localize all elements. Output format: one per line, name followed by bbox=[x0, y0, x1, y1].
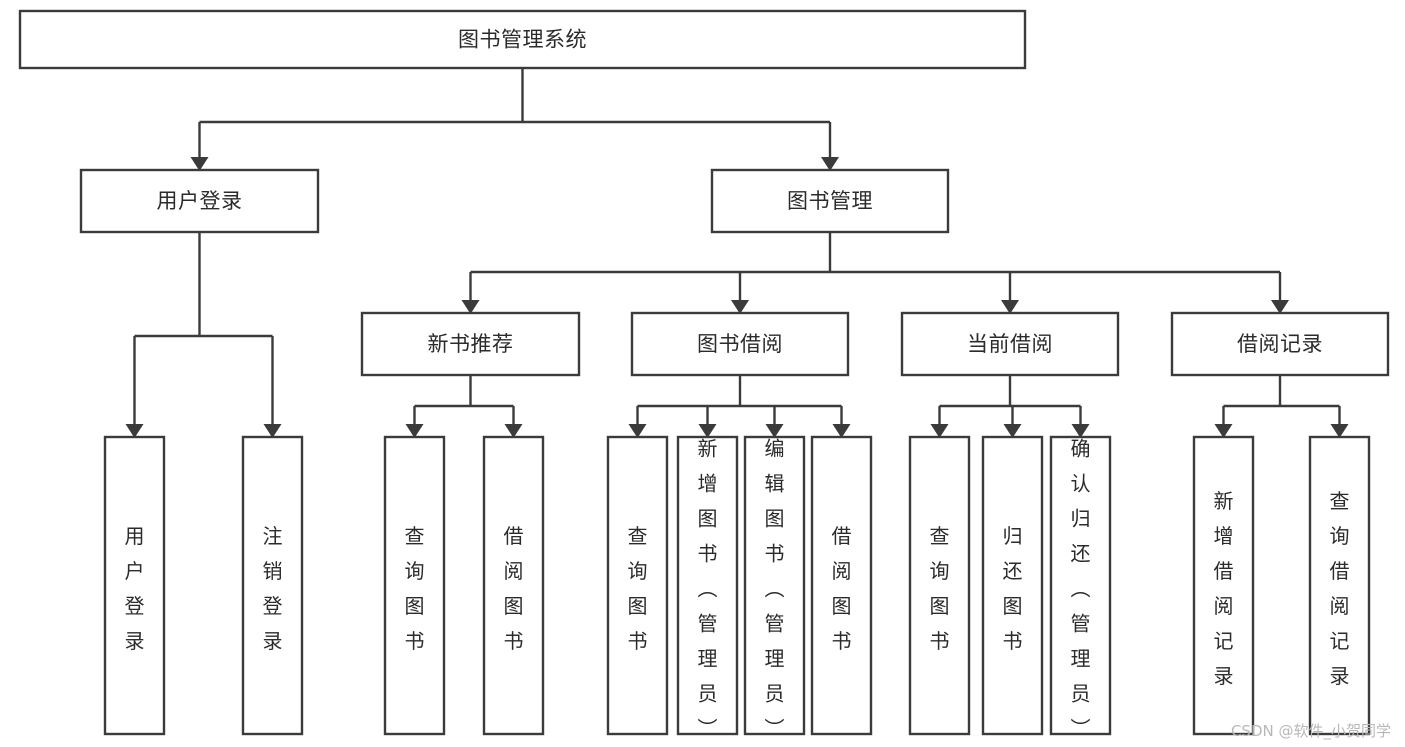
node-box-leaf-return-book bbox=[981, 435, 1044, 736]
arrow-head-leaf-query-book-3 bbox=[930, 424, 949, 438]
node-box-leaf-add-record bbox=[1192, 435, 1255, 736]
edges-layer bbox=[125, 68, 1349, 438]
node-leaf-query-book-3[interactable]: 查询图书 bbox=[908, 435, 971, 736]
node-box-leaf-edit-book bbox=[743, 435, 806, 736]
node-label-book-borrow: 图书借阅 bbox=[697, 332, 783, 356]
node-label-leaf-query-record: 查询借阅记录 bbox=[1330, 489, 1350, 688]
arrow-head-current-borrow bbox=[1001, 300, 1019, 314]
node-leaf-borrow-book-1[interactable]: 借阅图书 bbox=[482, 435, 545, 736]
node-label-root: 图书管理系统 bbox=[458, 28, 587, 52]
node-label-leaf-logout: 注销登录 bbox=[263, 524, 283, 653]
node-box-leaf-query-record bbox=[1308, 435, 1371, 736]
node-leaf-confirm-return[interactable]: 确认归还︵管理员︶ bbox=[1049, 435, 1112, 740]
arrow-head-leaf-borrow-book-1 bbox=[504, 424, 523, 438]
watermark-text: CSDN @软件_小贺同学 bbox=[1230, 722, 1391, 740]
arrow-head-book-manage bbox=[821, 157, 839, 171]
node-box-leaf-query-book-1 bbox=[383, 435, 446, 736]
arrow-head-borrow-record bbox=[1271, 300, 1289, 314]
node-leaf-query-record[interactable]: 查询借阅记录 bbox=[1308, 435, 1371, 736]
node-label-leaf-query-book-3: 查询图书 bbox=[930, 524, 950, 653]
arrow-head-leaf-user-login bbox=[125, 424, 144, 438]
arrow-head-leaf-query-book-2 bbox=[628, 424, 647, 438]
arrow-head-leaf-logout bbox=[263, 424, 282, 438]
node-box-book-borrow bbox=[630, 311, 850, 377]
node-label-leaf-add-record: 新增借阅记录 bbox=[1214, 489, 1234, 688]
node-label-new-book-rec: 新书推荐 bbox=[428, 332, 514, 356]
node-box-borrow-record bbox=[1170, 311, 1390, 377]
arrow-head-book-borrow bbox=[731, 300, 749, 314]
node-label-leaf-edit-book: 编辑图书︵管理员︶ bbox=[765, 436, 785, 740]
node-leaf-logout[interactable]: 注销登录 bbox=[241, 435, 304, 736]
node-leaf-query-book-2[interactable]: 查询图书 bbox=[606, 435, 669, 736]
node-root[interactable]: 图书管理系统 bbox=[18, 9, 1027, 70]
arrow-head-leaf-add-book bbox=[698, 424, 717, 438]
node-box-book-manage bbox=[710, 168, 950, 234]
node-leaf-user-login[interactable]: 用户登录 bbox=[103, 435, 166, 736]
arrow-head-user-login bbox=[190, 157, 209, 171]
arrow-head-leaf-confirm-return bbox=[1071, 424, 1090, 438]
node-label-leaf-borrow-book-2: 借阅图书 bbox=[832, 524, 852, 653]
arrow-head-leaf-borrow-book-2 bbox=[832, 424, 851, 438]
node-label-current-borrow: 当前借阅 bbox=[967, 332, 1053, 356]
node-leaf-query-book-1[interactable]: 查询图书 bbox=[383, 435, 446, 736]
node-label-leaf-query-book-2: 查询图书 bbox=[628, 524, 648, 653]
node-label-borrow-record: 借阅记录 bbox=[1237, 332, 1323, 356]
node-new-book-rec[interactable]: 新书推荐 bbox=[360, 311, 581, 377]
node-leaf-add-record[interactable]: 新增借阅记录 bbox=[1192, 435, 1255, 736]
node-box-leaf-logout bbox=[241, 435, 304, 736]
node-box-leaf-borrow-book-1 bbox=[482, 435, 545, 736]
node-leaf-borrow-book-2[interactable]: 借阅图书 bbox=[810, 435, 873, 736]
node-book-borrow[interactable]: 图书借阅 bbox=[630, 311, 850, 377]
node-box-leaf-query-book-2 bbox=[606, 435, 669, 736]
node-label-leaf-add-book: 新增图书︵管理员︶ bbox=[698, 436, 718, 740]
node-leaf-edit-book[interactable]: 编辑图书︵管理员︶ bbox=[743, 435, 806, 740]
node-label-leaf-confirm-return: 确认归还︵管理员︶ bbox=[1071, 436, 1091, 740]
arrow-head-leaf-edit-book bbox=[765, 424, 784, 438]
node-label-leaf-borrow-book-1: 借阅图书 bbox=[504, 524, 524, 653]
node-leaf-return-book[interactable]: 归还图书 bbox=[981, 435, 1044, 736]
node-box-leaf-add-book bbox=[676, 435, 739, 736]
node-label-leaf-query-book-1: 查询图书 bbox=[405, 524, 425, 653]
node-borrow-record[interactable]: 借阅记录 bbox=[1170, 311, 1390, 377]
arrow-head-leaf-return-book bbox=[1003, 424, 1022, 438]
node-book-manage[interactable]: 图书管理 bbox=[710, 168, 950, 234]
node-label-user-login: 用户登录 bbox=[157, 189, 243, 213]
arrow-head-leaf-add-record bbox=[1214, 424, 1233, 438]
node-box-current-borrow bbox=[900, 311, 1120, 377]
node-box-new-book-rec bbox=[360, 311, 581, 377]
node-box-root bbox=[18, 9, 1027, 70]
nodes-layer: 图书管理系统用户登录图书管理新书推荐图书借阅当前借阅借阅记录用户登录注销登录查询… bbox=[18, 9, 1390, 740]
node-box-leaf-confirm-return bbox=[1049, 435, 1112, 736]
arrow-head-leaf-query-record bbox=[1330, 424, 1349, 438]
node-box-leaf-user-login bbox=[103, 435, 166, 736]
node-box-leaf-borrow-book-2 bbox=[810, 435, 873, 736]
node-user-login[interactable]: 用户登录 bbox=[79, 168, 320, 234]
node-label-leaf-return-book: 归还图书 bbox=[1003, 524, 1023, 653]
node-label-leaf-user-login: 用户登录 bbox=[125, 524, 145, 653]
arrow-head-new-book-rec bbox=[461, 300, 480, 314]
node-box-user-login bbox=[79, 168, 320, 234]
node-label-book-manage: 图书管理 bbox=[787, 189, 873, 213]
arrow-head-leaf-query-book-1 bbox=[405, 424, 424, 438]
node-leaf-add-book[interactable]: 新增图书︵管理员︶ bbox=[676, 435, 739, 740]
node-current-borrow[interactable]: 当前借阅 bbox=[900, 311, 1120, 377]
node-box-leaf-query-book-3 bbox=[908, 435, 971, 736]
